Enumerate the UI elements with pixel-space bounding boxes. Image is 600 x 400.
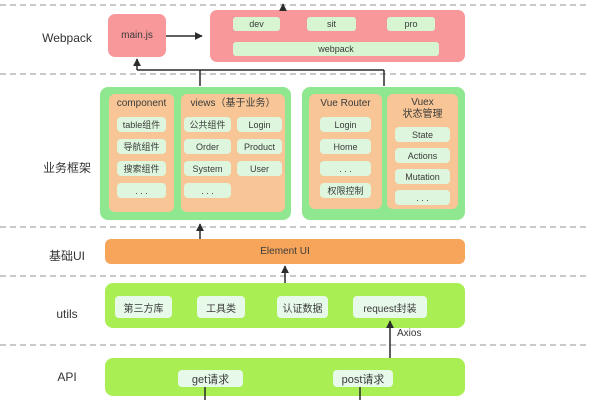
views-pill: 公共组件 (184, 117, 231, 132)
views-pill: . . . (184, 183, 231, 198)
router-pill: Login (320, 117, 371, 132)
component-pill: table组件 (117, 117, 166, 132)
divider-utils-api (0, 344, 586, 346)
component-box: component table组件 导航组件 搜索组件 . . . (109, 94, 174, 212)
webpack-bundle-bar: webpack (233, 42, 439, 56)
api-bar: get请求 post请求 (105, 358, 465, 396)
label-webpack: Webpack (42, 31, 92, 45)
utils-pill: request封装 (353, 296, 427, 318)
api-pill-post: post请求 (333, 370, 393, 387)
views-pill: Product (237, 139, 282, 154)
axios-label: Axios (397, 328, 422, 339)
views-pill: Login (237, 117, 282, 132)
vuex-pill: Actions (395, 148, 450, 163)
utils-pill: 工具类 (197, 296, 245, 318)
vue-router-box: Vue Router Login Home . . . 权限控制 (309, 94, 382, 209)
views-box: views（基于业务） 公共组件 Order System . . . Logi… (181, 94, 285, 212)
views-title: views（基于业务） (190, 98, 276, 109)
views-pill: System (184, 161, 231, 176)
env-pill-dev: dev (233, 17, 280, 31)
component-pill: 搜索组件 (117, 161, 166, 176)
divider-top (0, 4, 586, 6)
vuex-pill: Mutation (395, 169, 450, 184)
vuex-title: Vuex 状态管理 (402, 97, 443, 120)
component-title: component (116, 98, 167, 109)
label-baseui: 基础UI (48, 249, 85, 263)
label-utils: utils (56, 307, 78, 321)
router-pill: Home (320, 139, 371, 154)
views-pill: Order (184, 139, 231, 154)
divider-webpack-framework (0, 73, 586, 75)
env-pill-sit: sit (307, 17, 356, 31)
element-ui-bar: Element UI (105, 239, 465, 264)
utils-pill: 第三方库 (115, 296, 172, 318)
views-pill: User (237, 161, 282, 176)
utils-pill: 认证数据 (277, 296, 328, 318)
label-api: API (57, 370, 77, 384)
component-pill: 导航组件 (117, 139, 166, 154)
webpack-env-box: dev sit pro webpack (210, 10, 465, 62)
divider-framework-baseui (0, 226, 586, 228)
divider-baseui-utils (0, 275, 586, 277)
env-pill-pro: pro (387, 17, 435, 31)
component-pill: . . . (117, 183, 166, 198)
router-pill: . . . (320, 161, 371, 176)
vue-router-title: Vue Router (320, 98, 371, 109)
label-framework: 业务框架 (42, 161, 91, 175)
vuex-box: Vuex 状态管理 State Actions Mutation . . . (387, 94, 458, 209)
vuex-pill: . . . (395, 190, 450, 205)
framework-right-container: Vue Router Login Home . . . 权限控制 Vuex 状态… (302, 87, 465, 220)
router-pill: 权限控制 (320, 183, 371, 198)
mainjs-box: main.js (108, 14, 166, 57)
utils-bar: 第三方库 工具类 认证数据 request封装 (105, 283, 465, 328)
framework-left-container: component table组件 导航组件 搜索组件 . . . views（… (100, 87, 291, 220)
vuex-pill: State (395, 127, 450, 142)
api-pill-get: get请求 (178, 370, 243, 387)
